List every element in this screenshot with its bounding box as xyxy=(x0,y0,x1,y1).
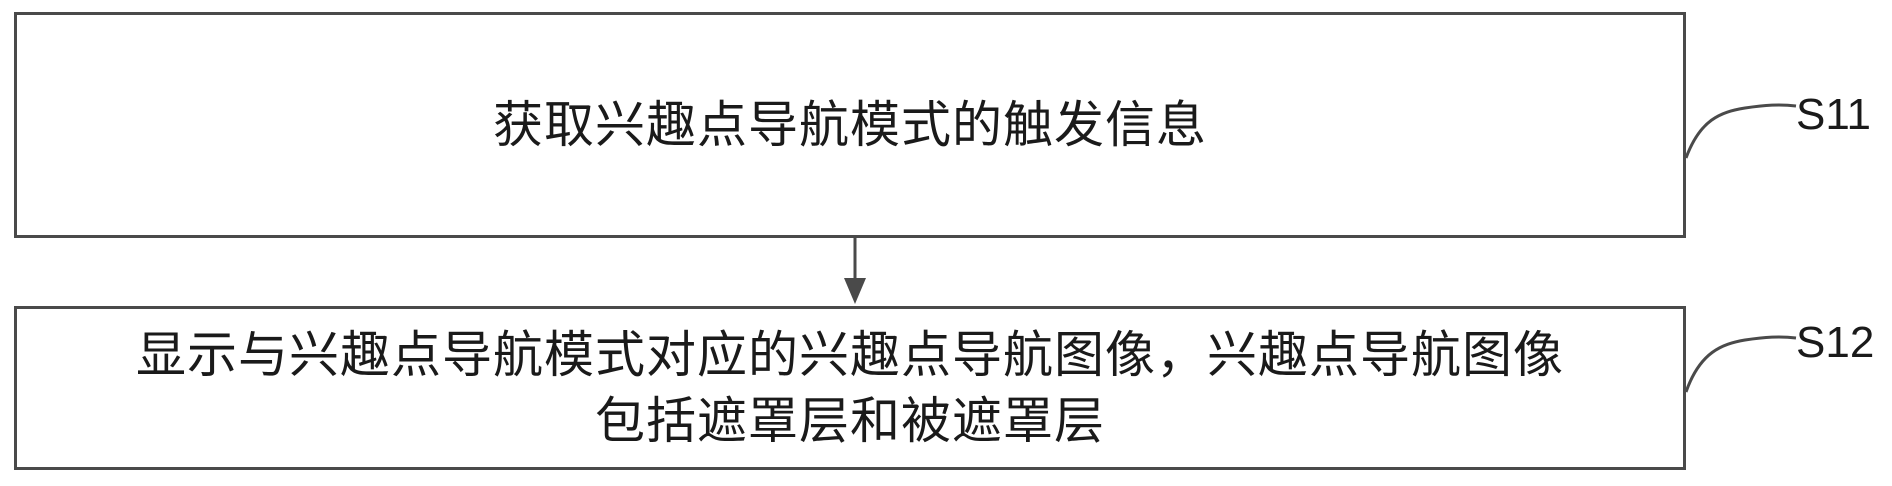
step-label-s12: S12 xyxy=(1796,318,1875,367)
step-s12-text-line-1: 显示与兴趣点导航模式对应的兴趣点导航图像，兴趣点导航图像 xyxy=(136,326,1564,384)
callout-line-s12 xyxy=(1684,335,1797,393)
step-box-s12: 显示与兴趣点导航模式对应的兴趣点导航图像，兴趣点导航图像 包括遮罩层和被遮罩层 xyxy=(14,306,1686,470)
step-s11-text-line-1: 获取兴趣点导航模式的触发信息 xyxy=(493,96,1207,154)
callout-line-s11 xyxy=(1684,103,1797,159)
step-box-s11: 获取兴趣点导航模式的触发信息 xyxy=(14,12,1686,238)
step-label-s11: S11 xyxy=(1796,90,1872,139)
step-s12-text-line-2: 包括遮罩层和被遮罩层 xyxy=(595,392,1105,450)
flow-arrow-head xyxy=(844,278,866,304)
